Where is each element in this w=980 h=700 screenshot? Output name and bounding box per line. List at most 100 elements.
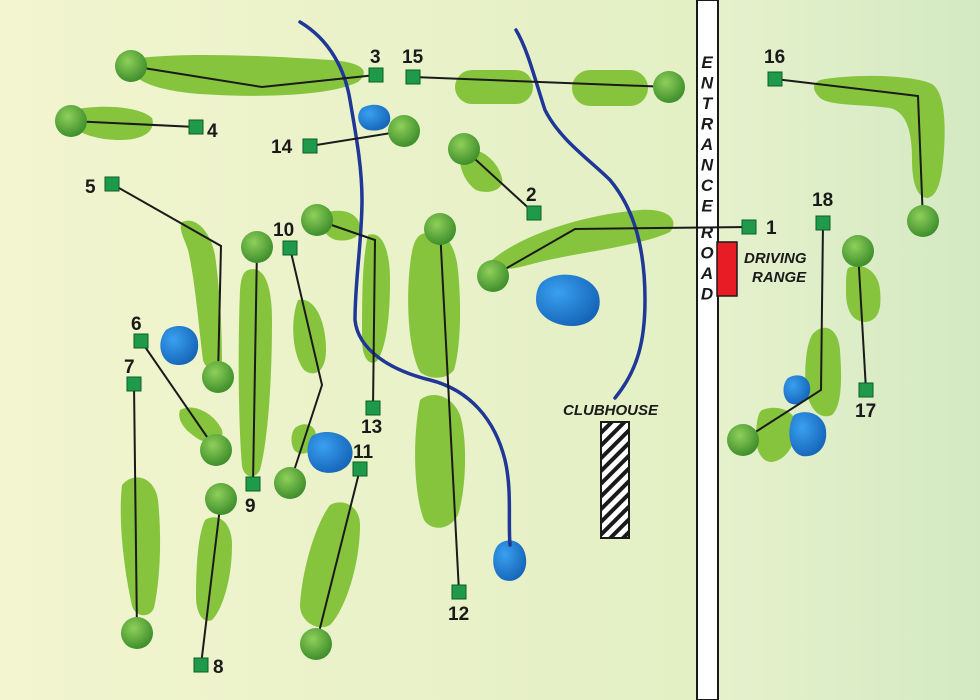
clubhouse [600, 421, 630, 539]
hole-number-4: 4 [207, 121, 218, 142]
fairway-hole-18-upper [805, 327, 842, 417]
green-hole-14 [388, 115, 420, 147]
hole-number-8: 8 [213, 657, 224, 678]
hole-number-6: 6 [131, 314, 142, 335]
hole-number-9: 9 [245, 496, 256, 517]
pond [160, 326, 199, 366]
hole-line-10 [289, 247, 324, 484]
green-hole-9 [241, 231, 273, 263]
creeks [298, 20, 647, 547]
hole-number-16: 16 [764, 47, 785, 68]
clubhouse-label: CLUBHOUSE [563, 402, 659, 419]
green-hole-7 [121, 617, 153, 649]
hole-number-2: 2 [526, 185, 537, 206]
pond [358, 104, 391, 131]
hole-number-18: 18 [812, 190, 833, 211]
hole-lines [70, 65, 924, 666]
hole-number-1: 1 [766, 218, 777, 239]
hole-line-3 [130, 65, 377, 89]
driving-range-label: DRIVING [744, 250, 807, 267]
tee-box-hole-18 [815, 215, 831, 231]
fairway-hole-18-lower [755, 407, 796, 462]
hole-line-17 [857, 250, 867, 391]
hole-line-7 [133, 383, 138, 634]
hole-line-13 [316, 219, 377, 409]
tee-box-hole-1 [741, 219, 757, 235]
hole-line-6 [140, 340, 217, 451]
hole-number-11: 11 [353, 442, 374, 463]
fairway-hole-7 [120, 477, 161, 616]
green-hole-13 [301, 204, 333, 236]
tee-box-hole-11 [352, 461, 368, 477]
tee-box-hole-9 [245, 476, 261, 492]
fairway-hole-15a [455, 70, 533, 104]
creek [514, 28, 647, 400]
tees [104, 67, 874, 673]
hole-line-16 [774, 78, 924, 222]
green-hole-8 [205, 483, 237, 515]
fairway-hole-8 [196, 517, 232, 621]
fairways [70, 54, 945, 628]
hole-number-15: 15 [402, 47, 424, 68]
hole-line-12 [439, 228, 460, 593]
fairway-hole-16 [814, 75, 945, 198]
pond [783, 375, 811, 405]
fairway-hole-5 [180, 220, 222, 369]
tee-box-hole-3 [368, 67, 384, 83]
green-hole-11 [300, 628, 332, 660]
hole-line-4 [70, 120, 197, 128]
pond [536, 274, 600, 326]
green-hole-5 [202, 361, 234, 393]
tee-box-hole-15 [405, 69, 421, 85]
pond [307, 432, 353, 473]
fairway-hole-12-upper [408, 231, 461, 378]
green-hole-3 [115, 50, 147, 82]
green-hole-16 [907, 205, 939, 237]
fairway-hole-3 [132, 54, 364, 96]
tee-box-hole-5 [104, 176, 120, 192]
fairway-hole-13b [362, 234, 390, 363]
hole-number-10: 10 [273, 220, 294, 241]
green-hole-6 [200, 434, 232, 466]
tee-box-hole-14 [302, 138, 318, 154]
green-hole-4 [55, 105, 87, 137]
fairway-hole-12-lower [415, 395, 466, 528]
tee-box-hole-4 [188, 119, 204, 135]
green-hole-12 [424, 213, 456, 245]
green-hole-17 [842, 235, 874, 267]
hole-number-5: 5 [85, 177, 96, 198]
driving-range-label: RANGE [752, 269, 807, 286]
pond [493, 540, 527, 581]
pond [789, 412, 827, 457]
greens [55, 50, 939, 660]
hole-line-18 [742, 222, 824, 441]
tee-box-hole-16 [767, 71, 783, 87]
tee-box-hole-10 [282, 240, 298, 256]
green-hole-10 [274, 467, 306, 499]
fairway-hole-6 [179, 407, 223, 442]
hole-line-15 [412, 76, 670, 88]
green-hole-18 [727, 424, 759, 456]
hole-number-3: 3 [370, 47, 381, 68]
water-hazards [160, 104, 827, 581]
tee-box-hole-7 [126, 376, 142, 392]
hole-number-7: 7 [124, 357, 135, 378]
green-hole-1 [477, 260, 509, 292]
green-hole-2 [448, 133, 480, 165]
hole-line-11 [315, 468, 361, 645]
hole-number-14: 14 [271, 137, 293, 158]
hole-number-13: 13 [361, 417, 382, 438]
entrance-road [696, 0, 719, 700]
driving-range-marker [716, 241, 738, 297]
creek [298, 20, 512, 547]
tee-box-hole-17 [858, 382, 874, 398]
fairway-hole-17 [846, 266, 881, 322]
tee-box-hole-6 [133, 333, 149, 349]
hole-number-17: 17 [855, 401, 876, 422]
fairway-hole-10 [293, 299, 326, 374]
tee-box-hole-8 [193, 657, 209, 673]
hole-line-5 [111, 183, 223, 378]
